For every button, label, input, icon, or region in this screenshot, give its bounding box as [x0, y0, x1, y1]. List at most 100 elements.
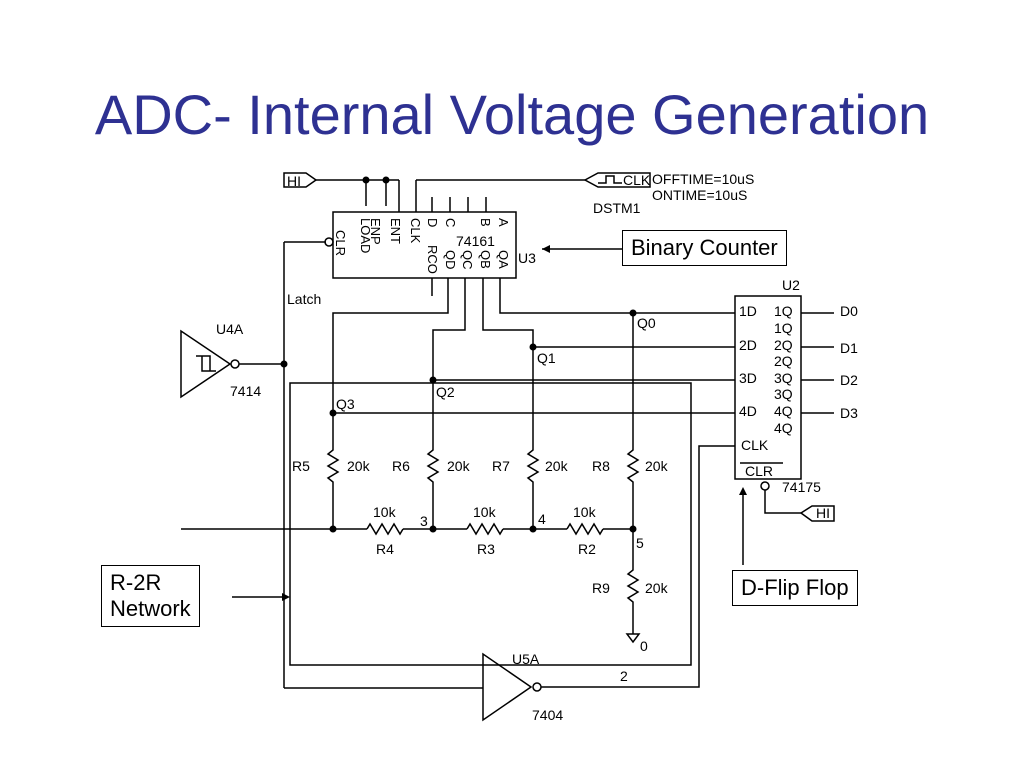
- binary-counter-text: Binary Counter: [631, 235, 778, 260]
- hi-right-label: HI: [816, 505, 830, 521]
- ground-label: 0: [640, 638, 648, 654]
- arrow-heads: [282, 245, 747, 601]
- r2-value: 10k: [573, 504, 597, 520]
- schematic-labels: HI CLK DSTM1 OFFTIME=10uS ONTIME=10uS CL…: [216, 171, 858, 723]
- pin-qc: QC: [460, 250, 475, 270]
- ff-out-4q: 4Q: [774, 403, 793, 419]
- inv1-ref-label: U4A: [216, 321, 244, 337]
- inv2-ref-label: U5A: [512, 651, 540, 667]
- ff-in-1d: 1D: [739, 303, 757, 319]
- resistor-r5: [326, 448, 340, 529]
- flipflop-74175-body: [734, 295, 802, 480]
- clk-source: [583, 172, 651, 188]
- inv2-part-label: 7404: [532, 707, 563, 723]
- resistor-r8: [626, 448, 640, 529]
- ff-in-2d: 2D: [739, 337, 757, 353]
- resistor-r7: [526, 448, 540, 529]
- node-5: 5: [636, 535, 644, 551]
- counter-74161-body: [332, 211, 517, 279]
- binary-counter-callout: Binary Counter: [622, 230, 787, 266]
- hi-left-label: HI: [287, 173, 301, 189]
- counter-part-label: 74161: [456, 233, 495, 249]
- hi-source-right: [799, 505, 835, 522]
- inv2-pin-label: 2: [620, 668, 628, 684]
- pin-clk: CLK: [408, 218, 423, 244]
- counter-ref-label: U3: [518, 250, 536, 266]
- ff-out-3qn: 3Q: [774, 386, 793, 402]
- ff-out-2qn: 2Q: [774, 353, 793, 369]
- ff-in-4d: 4D: [739, 403, 757, 419]
- pin-load: LOAD: [358, 218, 373, 253]
- ff-ref-label: U2: [782, 277, 800, 293]
- r2r-network-boundary: [289, 382, 692, 666]
- pin-rco: RCO: [425, 245, 440, 274]
- r2-ref: R2: [578, 541, 596, 557]
- resistor-r3: [466, 522, 504, 536]
- pin-ent: ENT: [388, 218, 403, 244]
- clk-label: CLK: [623, 172, 651, 188]
- r6-ref: R6: [392, 458, 410, 474]
- node-3: 3: [420, 513, 428, 529]
- ff-out-2q: 2Q: [774, 337, 793, 353]
- junction-dots: [280, 176, 637, 533]
- resistor-r2: [566, 522, 604, 536]
- latch-label: Latch: [287, 291, 321, 307]
- ff-out-4qn: 4Q: [774, 420, 793, 436]
- resistor-r9: [626, 529, 640, 634]
- r8-ref: R8: [592, 458, 610, 474]
- resistor-r4: [366, 522, 404, 536]
- ff-in-clr: CLR: [745, 463, 773, 479]
- pin-a: A: [496, 218, 511, 227]
- r3-value: 10k: [473, 504, 497, 520]
- net-q3: Q3: [336, 396, 355, 412]
- pin-qb: QB: [478, 250, 493, 269]
- output-d2: D2: [840, 372, 858, 388]
- r4-ref: R4: [376, 541, 394, 557]
- clk-source-label: DSTM1: [593, 200, 641, 216]
- inverter-u5a: [482, 652, 533, 722]
- pin-qa: QA: [496, 250, 511, 269]
- pin-c: C: [443, 218, 458, 227]
- output-d3: D3: [840, 405, 858, 421]
- r8-value: 20k: [645, 458, 669, 474]
- r2r-text-line1: R-2R: [110, 570, 162, 595]
- net-q0: Q0: [637, 315, 656, 331]
- inv1-part-label: 7414: [230, 383, 261, 399]
- r6-value: 20k: [447, 458, 471, 474]
- pin-d: D: [425, 218, 440, 227]
- r4-value: 10k: [373, 504, 397, 520]
- net-q1: Q1: [537, 350, 556, 366]
- output-d0: D0: [840, 303, 858, 319]
- pin-enp: ENP: [368, 218, 383, 245]
- ff-out-3q: 3Q: [774, 370, 793, 386]
- ff-part-label: 74175: [782, 479, 821, 495]
- output-d1: D1: [840, 340, 858, 356]
- r9-value: 20k: [645, 580, 669, 596]
- ontime-label: ONTIME=10uS: [652, 187, 747, 203]
- r3-ref: R3: [477, 541, 495, 557]
- pin-clr: CLR: [333, 230, 348, 256]
- ff-in-3d: 3D: [739, 370, 757, 386]
- r2r-network-callout: R-2R Network: [101, 565, 200, 627]
- ff-out-1q: 1Q: [774, 303, 793, 319]
- inverter-u4a: [180, 329, 232, 399]
- dff-callout: D-Flip Flop: [732, 570, 858, 606]
- pin-b: B: [478, 218, 493, 227]
- resistor-r6: [426, 448, 440, 529]
- pin-qd: QD: [443, 250, 458, 270]
- r7-value: 20k: [545, 458, 569, 474]
- hi-source-left: [283, 172, 318, 188]
- offtime-label: OFFTIME=10uS: [652, 171, 754, 187]
- ff-out-1qn: 1Q: [774, 320, 793, 336]
- r9-ref: R9: [592, 580, 610, 596]
- ground-symbol: [625, 633, 641, 644]
- r5-value: 20k: [347, 458, 371, 474]
- slide-title: ADC- Internal Voltage Generation: [94, 83, 930, 146]
- node-4: 4: [538, 511, 546, 527]
- r5-ref: R5: [292, 458, 310, 474]
- net-q2: Q2: [436, 384, 455, 400]
- circuit-wires: [180, 172, 835, 722]
- ff-in-clk: CLK: [741, 437, 769, 453]
- dff-text: D-Flip Flop: [741, 575, 849, 600]
